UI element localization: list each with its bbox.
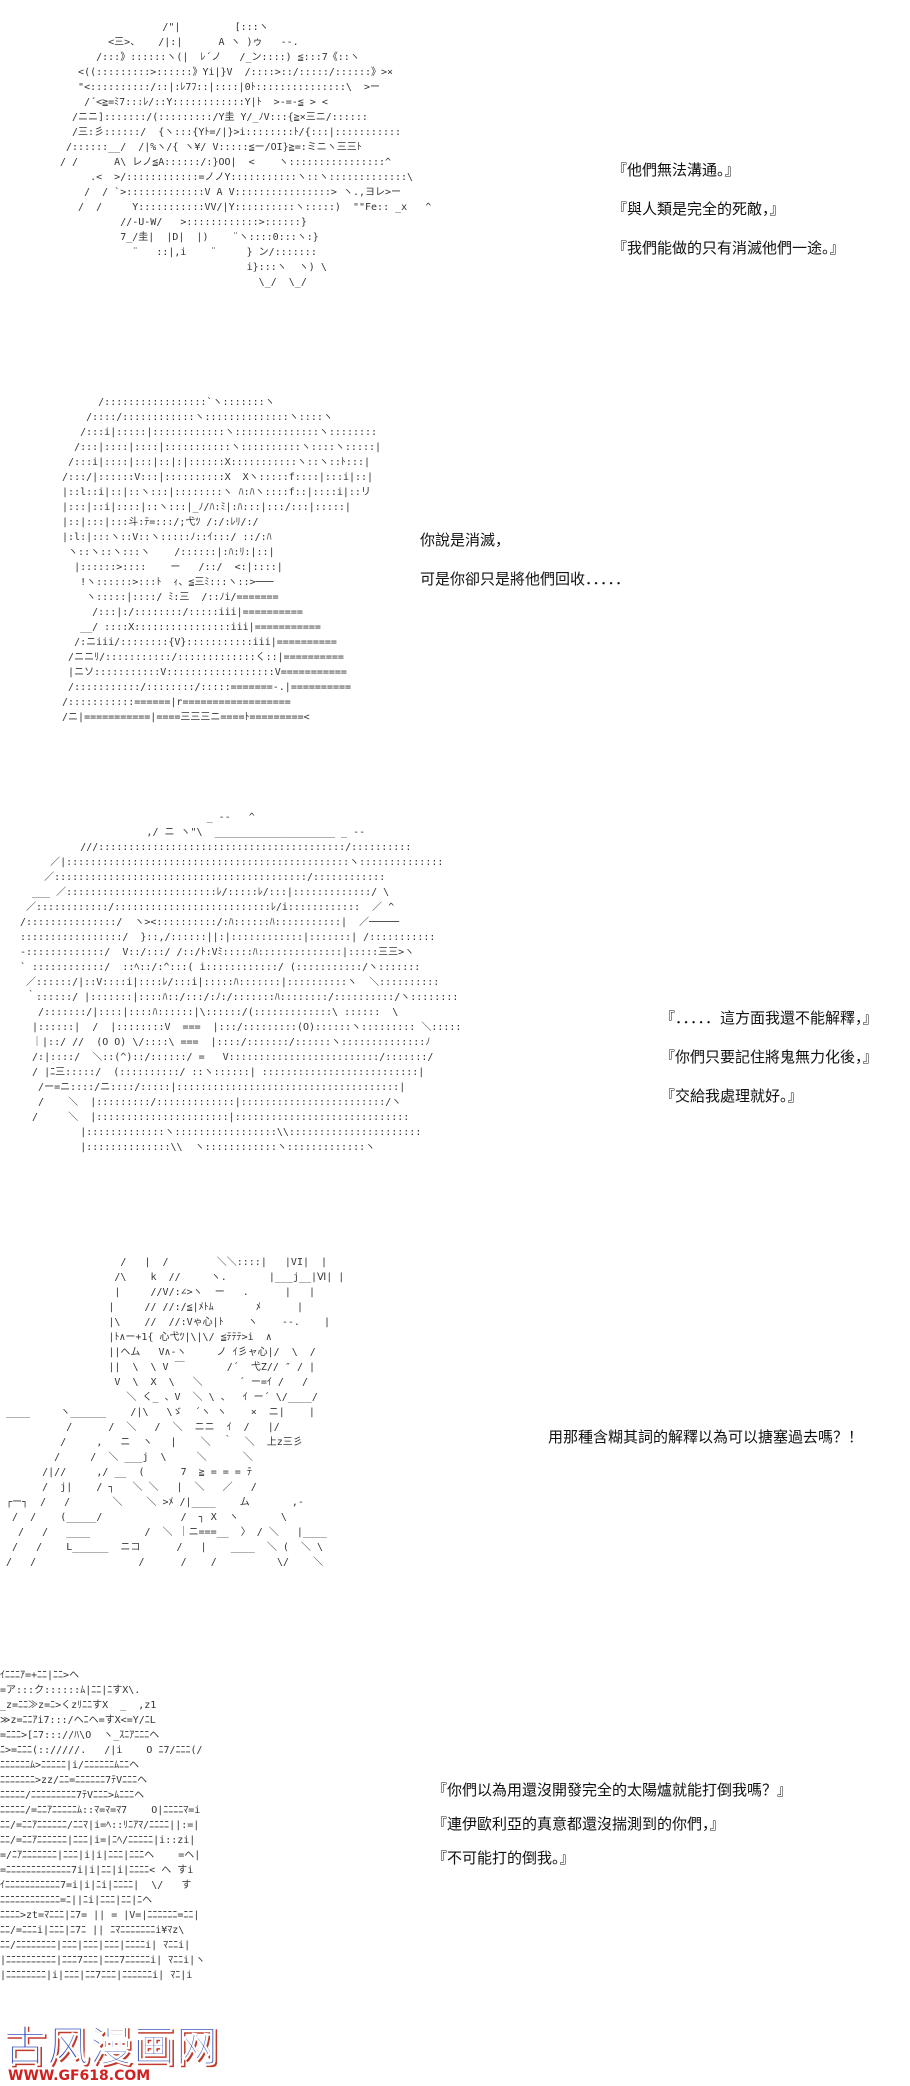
dialogue-line: 『與人類是完全的死敵，』 (612, 200, 785, 218)
dialogue-line: 『你們只要記住將鬼無力化後，』 (660, 1048, 878, 1066)
dialogue-line: 你說是消滅， (420, 531, 511, 549)
ascii-art-3: _ -- ^ ,/ ニ ヽ"\ ____________________ _ -… (20, 812, 462, 1153)
dialogue-2: 你說是消滅， 可是你卻只是將他們回收．．．．． (420, 530, 630, 608)
panel-5: ｲﾆﾆﾆｱ=+ﾆﾆ|ﾆﾆ>ヘ =ア:::ク::::::ﾑ|ﾆﾆ|ﾆすX\. _z… (0, 1668, 910, 2086)
dialogue-line: 『我們能做的只有消滅他們一途。』 (612, 239, 845, 257)
dialogue-line: 『他們無法溝通。』 (612, 161, 740, 179)
ascii-art-2: /:::::::::::::::::`ヽ:::::::ヽ /::::/:::::… (62, 397, 382, 723)
dialogue-3: 『．．．．．這方面我還不能解釋，』 『你們只要記住將鬼無力化後，』 『交給我處理… (660, 1008, 878, 1125)
panel-2: /:::::::::::::::::`ヽ:::::::ヽ /::::/:::::… (0, 395, 910, 790)
dialogue-line: 用那種含糊其詞的解釋以為可以搪塞過去嗎？！ (548, 1428, 864, 1446)
ascii-art-1: /"| [:::ヽ <三>、 /|:| A ヽ )ゥ --. /:::》::::… (60, 22, 432, 288)
panel-3: _ -- ^ ,/ ニ ヽ"\ ____________________ _ -… (0, 810, 910, 1240)
dialogue-line: 可是你卻只是將他們回收．．．．． (420, 570, 631, 588)
dialogue-line: 『你們以為用還沒開發完全的太陽爐就能打倒我嗎？』 (432, 1781, 793, 1799)
dialogue-line: 『交給我處理就好。』 (660, 1087, 803, 1105)
ascii-art-5: ｲﾆﾆﾆｱ=+ﾆﾆ|ﾆﾆ>ヘ =ア:::ク::::::ﾑ|ﾆﾆ|ﾆすX\. _z… (0, 1670, 206, 1981)
dialogue-line: 『不可能打的倒我。』 (432, 1849, 575, 1867)
dialogue-line: 『連伊歐利亞的真意都還沒揣測到的你們，』 (432, 1815, 725, 1833)
dialogue-line: 『．．．．．這方面我還不能解釋，』 (660, 1009, 878, 1027)
panel-1: /"| [:::ヽ <三>、 /|:| A ヽ )ゥ --. /:::》::::… (0, 0, 910, 290)
watermark-logo: 古风漫画网 (3, 2022, 220, 2071)
site-watermark: 古风漫画网 WWW.GF618.COM (0, 2022, 220, 2086)
dialogue-4: 用那種含糊其詞的解釋以為可以搪塞過去嗎？！ (548, 1427, 863, 1466)
dialogue-1: 『他們無法溝通。』 『與人類是完全的死敵，』 『我們能做的只有消滅他們一途。』 (612, 160, 845, 277)
panel-4: / | / ＼＼::::| |VI| | /\ k // ヽ. |___j__|… (0, 1255, 910, 1650)
dialogue-5: 『你們以為用還沒開發完全的太陽爐就能打倒我嗎？』 『連伊歐利亞的真意都還沒揣測到… (432, 1780, 792, 1882)
watermark-url: WWW.GF618.COM (8, 2068, 151, 2084)
ascii-art-4: / | / ＼＼::::| |VI| | /\ k // ヽ. |___j__|… (6, 1257, 345, 1568)
